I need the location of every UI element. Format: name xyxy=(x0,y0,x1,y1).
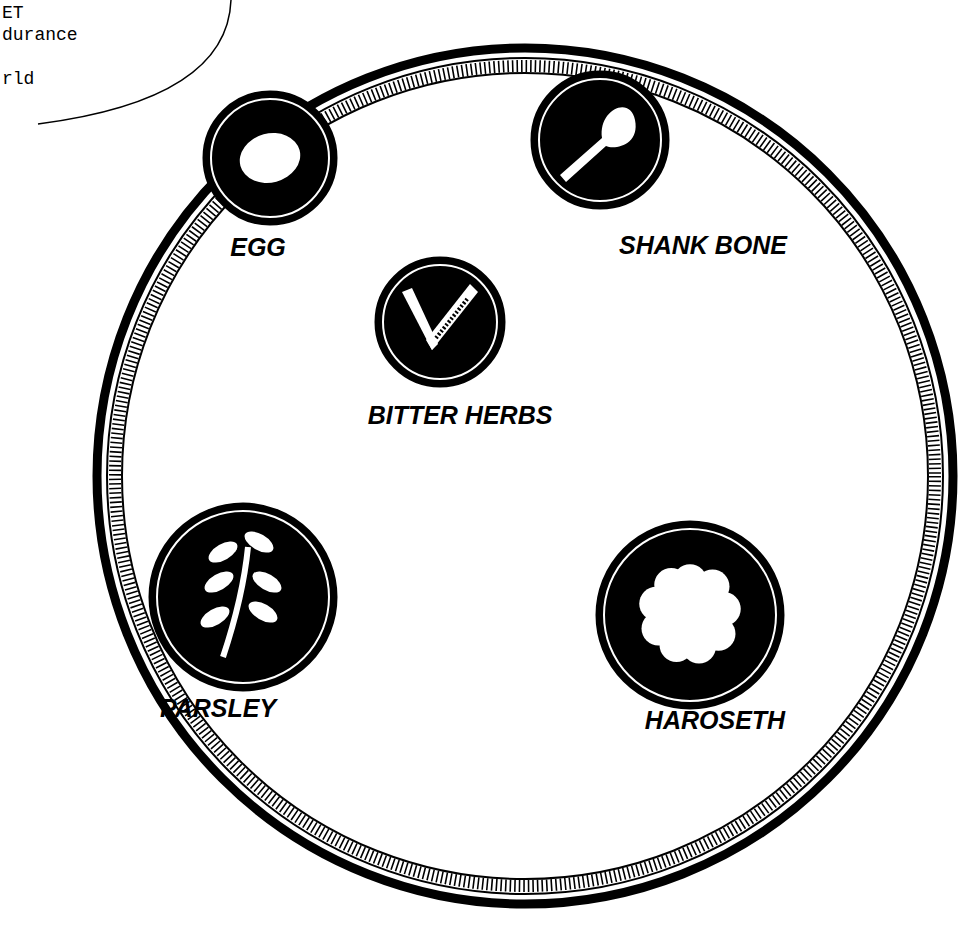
dish xyxy=(532,72,668,208)
circle-outline xyxy=(530,70,670,210)
parsley-leaf xyxy=(249,567,285,597)
plate-rim xyxy=(97,48,953,904)
corner-outline xyxy=(38,0,231,124)
dish-ring xyxy=(604,529,776,701)
food-circle: HAROSETH xyxy=(595,520,785,710)
herb-texture xyxy=(436,298,468,338)
dish-ring xyxy=(211,99,329,217)
dish xyxy=(204,92,336,224)
haroseth-center xyxy=(660,585,720,645)
food-label: SHANK BONE xyxy=(619,232,787,260)
food-circle: PARSLEY xyxy=(148,502,338,692)
parsley-leaf xyxy=(197,602,233,632)
parsley-leaf xyxy=(241,527,277,557)
parsley-leaf xyxy=(205,537,241,567)
parsley-leaf xyxy=(201,567,237,597)
food-label: PARSLEY xyxy=(160,695,276,723)
food-label: HAROSETH xyxy=(645,707,785,735)
parsley-leaf xyxy=(245,597,281,627)
shank-bone-icon xyxy=(560,107,636,182)
plate-ring xyxy=(107,58,943,894)
plate-inner-ring xyxy=(122,73,928,879)
dish-ring xyxy=(539,79,661,201)
cut-off-text: ET xyxy=(2,4,24,22)
dish xyxy=(376,258,504,386)
circle-outline xyxy=(374,256,506,388)
food-circle: EGG xyxy=(202,90,338,226)
circle-outline xyxy=(202,90,338,226)
cut-off-text: durance xyxy=(2,26,78,44)
circle-outline xyxy=(148,502,338,692)
parsley-stem xyxy=(223,547,248,657)
food-label: EGG xyxy=(230,234,286,262)
dish-ring xyxy=(157,511,329,683)
cut-off-text: rld xyxy=(2,70,34,88)
food-circle: SHANK BONE xyxy=(530,70,670,210)
egg-icon xyxy=(234,126,306,189)
circle-outline xyxy=(595,520,785,710)
food-circle: BITTER HERBS xyxy=(374,256,506,388)
herb-stalk xyxy=(426,284,478,350)
food-label: BITTER HERBS xyxy=(368,402,553,430)
dish-ring xyxy=(383,265,497,379)
dish xyxy=(150,504,336,690)
plate-hatching xyxy=(115,66,935,886)
dish xyxy=(597,522,783,708)
